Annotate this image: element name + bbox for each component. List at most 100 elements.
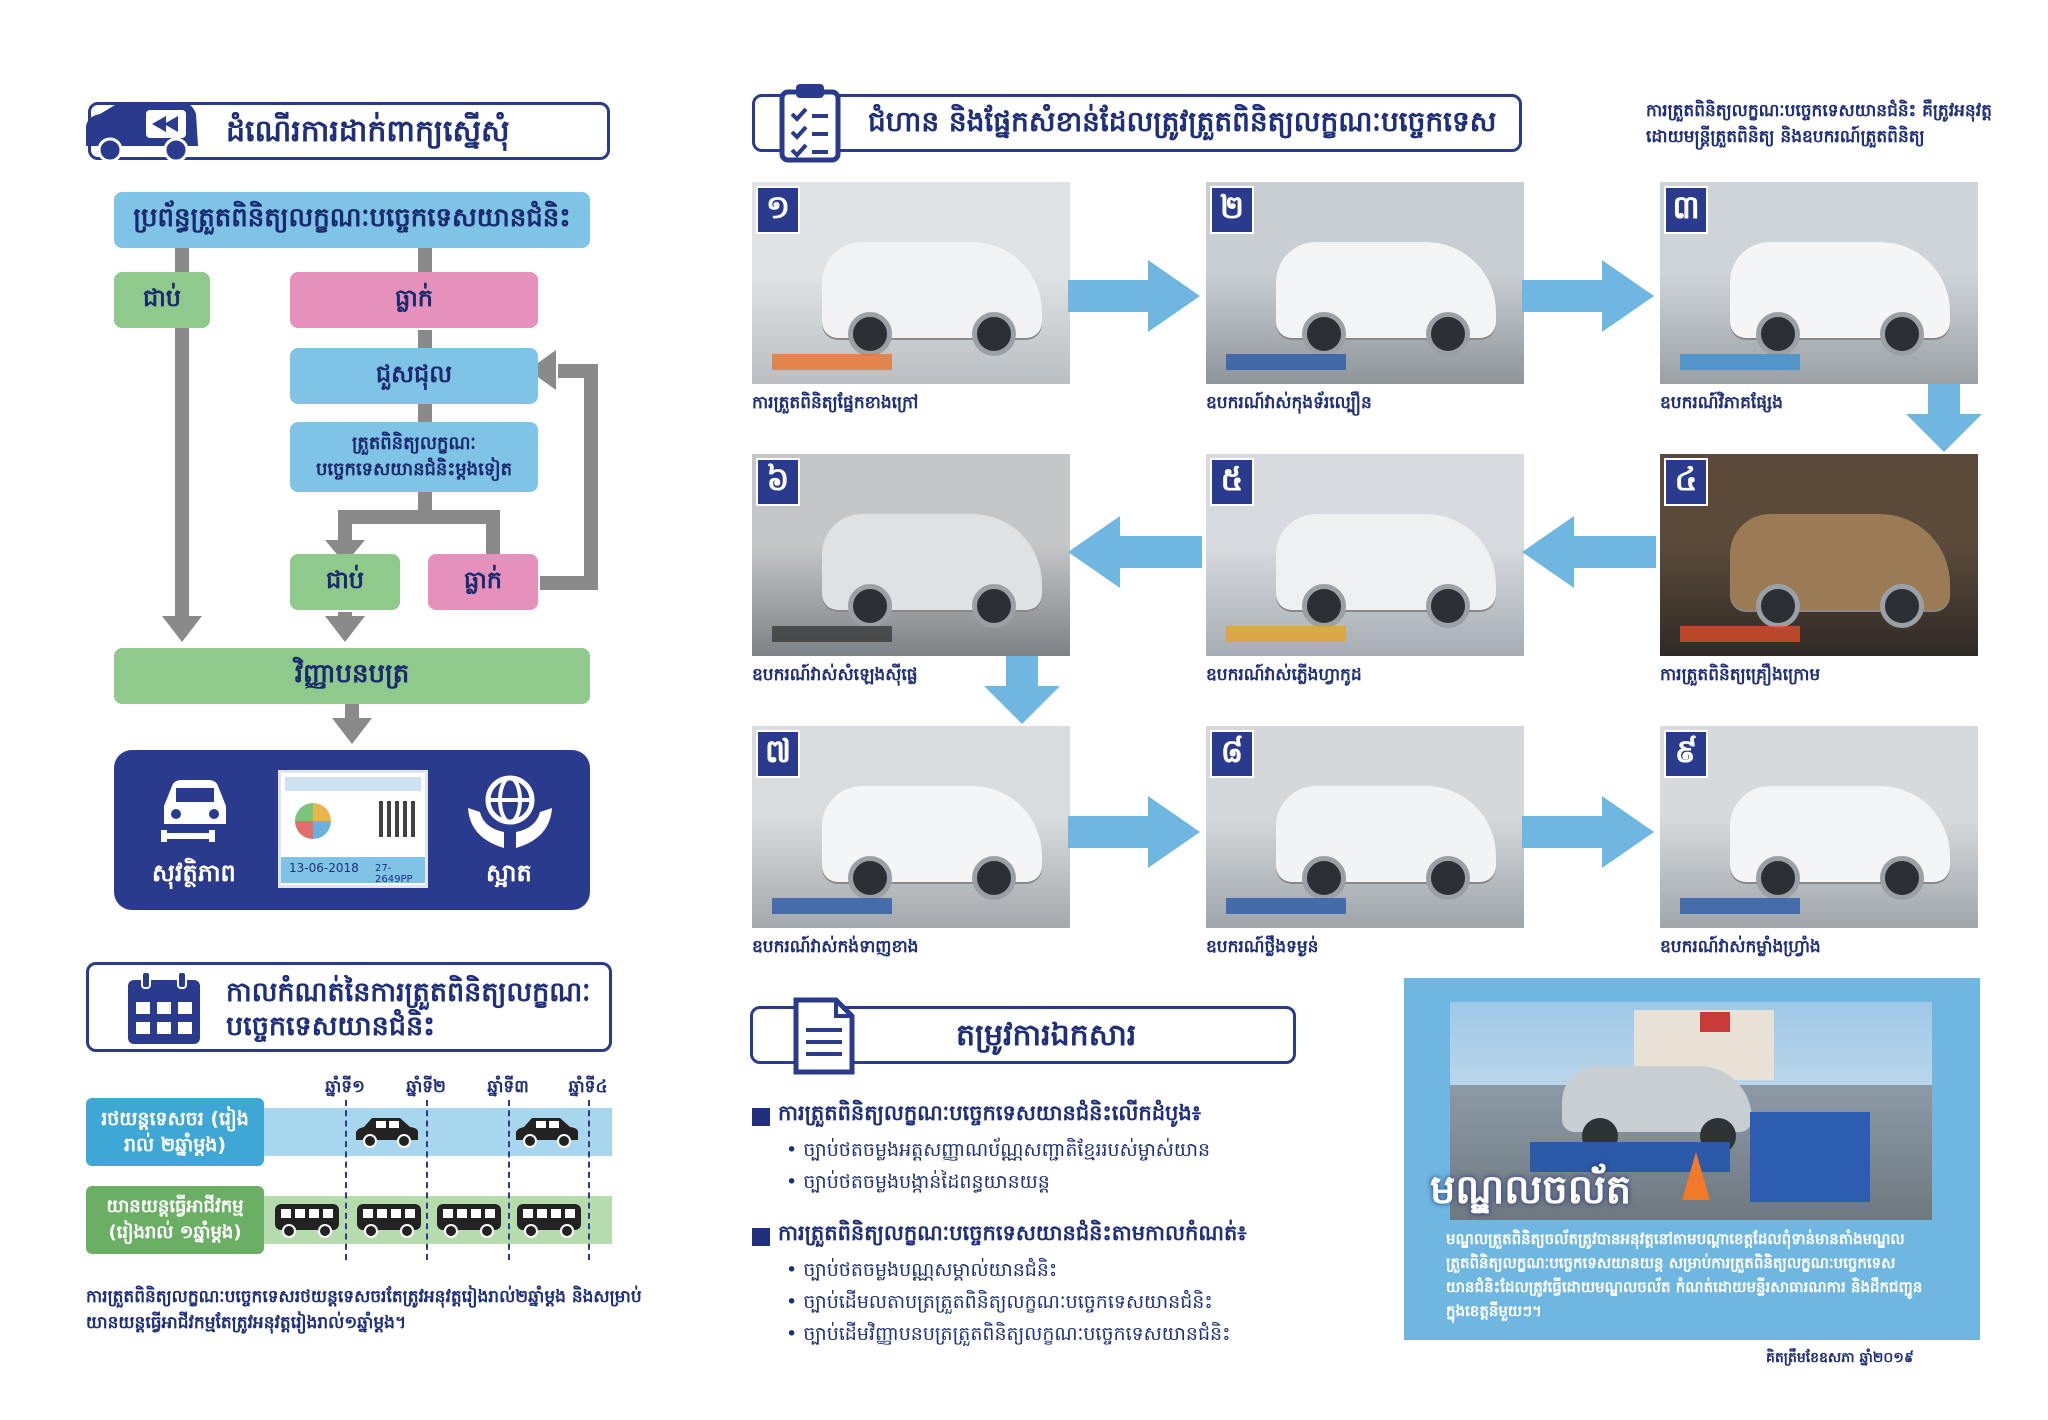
car-icon <box>352 1114 422 1154</box>
schedule-note-line-2: យានយន្តធ្វើអាជីវកម្មតែត្រូវអនុវត្តរៀងរាល… <box>86 1313 407 1333</box>
documents-section-1: ការត្រួតពិនិត្យលក្ខណៈបច្ចេកទេសយានជំនិះលើ… <box>778 1101 1201 1125</box>
arrow-left-icon <box>1522 516 1656 588</box>
arrow-down-icon <box>1906 384 1982 452</box>
step-number-badge: ៧ <box>756 730 800 778</box>
year-divider <box>345 1100 347 1260</box>
year-label: ឆ្នាំទី៣ <box>487 1077 529 1097</box>
mobile-text-4: ក្នុងខេត្តនីមួយៗ។ <box>1446 1302 1542 1320</box>
year-divider <box>426 1100 428 1260</box>
step-photo: ៩ <box>1660 726 1978 928</box>
square-bullet-icon <box>752 1108 770 1126</box>
step-photo: ៣ <box>1660 182 1978 384</box>
clean-label: ស្អាត <box>486 859 532 887</box>
document-icon <box>793 997 855 1075</box>
qr-code-icon <box>379 801 415 837</box>
tourist-row-label: រថយន្តទេសចរ (រៀងរាល់ ២ឆ្នាំម្តង) <box>86 1098 264 1166</box>
step-photo: ១ <box>752 182 1070 384</box>
document-item: • ច្បាប់ថតចម្លងបណ្ណសម្គាល់យានជំនិះ <box>786 1259 1058 1281</box>
steps-side-note-2: ដោយមន្ត្រីត្រួតពិនិត្យ និងឧបករណ៍ត្រួតពិន… <box>1646 127 1925 147</box>
arrow-down-icon <box>984 656 1060 724</box>
bus-icon <box>434 1200 504 1244</box>
globe-hands-icon <box>468 775 552 848</box>
step-photo: ៨ <box>1206 726 1524 928</box>
arrow-left-icon <box>1068 516 1202 588</box>
step-photo: ២ <box>1206 182 1524 384</box>
year-label: ឆ្នាំទី១ <box>325 1077 365 1097</box>
steps-header-box <box>752 94 1522 152</box>
cert-date: 13-06-2018 <box>289 861 359 875</box>
pass-box: ជាប់ <box>114 272 210 328</box>
certificate-sample: 13-06-2018 27-2649PP <box>278 770 428 888</box>
step-caption: ឧបករណ៍វាស់កង់ទាញខាង <box>752 937 919 957</box>
year-divider <box>588 1100 590 1260</box>
year-label: ឆ្នាំទី២ <box>406 1077 446 1097</box>
step-caption: ឧបករណ៍ថ្លឹងទម្ងន់ <box>1206 937 1319 957</box>
step-photo: ៦ <box>752 454 1070 656</box>
mobile-center-title: មណ្ឌលចល័ត <box>1430 1167 1632 1213</box>
step-caption: ឧបករណ៍វិភាគផ្សែង <box>1660 393 1783 413</box>
car-wrench-icon <box>161 780 226 842</box>
commercial-row-label: យានយន្តធ្វើអាជីវកម្ម (រៀងរាល់ ១ឆ្នាំម្តង… <box>86 1186 264 1254</box>
clipboard-icon <box>779 84 841 163</box>
step-number-badge: ៨ <box>1210 730 1254 778</box>
documents-section-2: ការត្រួតពិនិត្យលក្ខណៈបច្ចេកទេសយានជំនិះតា… <box>778 1221 1247 1245</box>
schedule-note-line-1: ការត្រួតពិនិត្យលក្ខណៈបច្ចេកទេសរថយន្តទេសច… <box>86 1287 642 1307</box>
schedule-header: កាលកំណត់នៃការត្រួតពិនិត្យលក្ខណៈបច្ចេកទេស… <box>226 977 591 1042</box>
step-photo: ៧ <box>752 726 1070 928</box>
seal-icon <box>295 803 331 839</box>
arrow-right-icon <box>1068 796 1200 868</box>
document-item: • ច្បាប់ដើមលតាបត្រត្រួតពិនិត្យលក្ខណៈបច្ច… <box>786 1291 1213 1313</box>
step-number-badge: ២ <box>1210 186 1254 234</box>
document-item: • ច្បាប់ថតចម្លងបង្កាន់ដៃពន្ធយានយន្ត <box>786 1171 1050 1193</box>
year-divider <box>508 1100 510 1260</box>
square-bullet-icon <box>752 1228 770 1246</box>
bus-icon <box>354 1200 424 1244</box>
cert-code: 27-2649PP <box>375 863 413 885</box>
step-number-badge: ៩ <box>1664 730 1708 778</box>
repair-box: ជួសជុល <box>290 348 538 404</box>
step-caption: ឧបករណ៍វាស់សំឡេងស៊ីផ្លេ <box>752 665 918 685</box>
step-number-badge: ១ <box>756 186 800 234</box>
step-caption: ការត្រួតពិនិត្យផ្នែកខាងក្រៅ <box>752 393 919 413</box>
document-item: • ច្បាប់ដើមវិញ្ញាបនបត្រត្រួតពិនិត្យលក្ខណ… <box>786 1323 1231 1345</box>
schedule-vehicles <box>0 1100 640 1260</box>
step-caption: ឧបករណ៍វាស់កុងទ័រល្បឿន <box>1206 393 1372 413</box>
certificate-box: វិញ្ញាបនបត្រ <box>114 648 590 704</box>
calendar-icon <box>128 971 200 1044</box>
step-caption: ការត្រួតពិនិត្យគ្រឿងក្រោម <box>1660 665 1821 685</box>
year-labels: ឆ្នាំទី១ ឆ្នាំទី២ ឆ្នាំទី៣ ឆ្នាំទី៤ <box>0 1076 640 1106</box>
fail-box-2: ធ្លាក់ <box>428 554 538 610</box>
application-header: ដំណើរការដាក់ពាក្យស្នើសុំ <box>226 114 510 149</box>
step-photo: ៥ <box>1206 454 1524 656</box>
steps-side-note-1: ការត្រួតពិនិត្យលក្ខណៈបច្ចេកទេសយានជំនិះ គ… <box>1646 101 1992 121</box>
step-number-badge: ៥ <box>1210 458 1254 506</box>
arrow-right-icon <box>1068 260 1200 332</box>
step-caption: ឧបករណ៍វាស់ភ្លើងហ្វាកូដ <box>1206 665 1362 685</box>
car-icon <box>512 1114 582 1154</box>
step-number-badge: ៦ <box>756 458 800 506</box>
step-caption: ឧបករណ៍វាស់កម្លាំងហ្វ្រាំង <box>1660 937 1821 957</box>
system-title-box: ប្រព័ន្ធត្រួតពិនិត្យលក្ខណៈបច្ចេកទេសយានជំ… <box>114 192 590 248</box>
mobile-center-photo <box>1450 1002 1932 1220</box>
footer-date: គិតត្រឹមខែឧសភា ឆ្នាំ២០១៩ <box>1766 1350 1914 1366</box>
step-photo: ៤ <box>1660 454 1978 656</box>
car-icon <box>86 102 198 163</box>
arrow-right-icon <box>1522 260 1654 332</box>
step-number-badge: ៣ <box>1664 186 1708 234</box>
mobile-text-2: ត្រួតពិនិត្យលក្ខណៈបច្ចេកទេសយានយន្ត សម្រា… <box>1446 1254 1896 1272</box>
year-dividers <box>0 1100 640 1260</box>
mobile-text-3: យានជំនិះដែលត្រូវធ្វើដោយមណ្ឌលចល័ត កំណត់ដោ… <box>1446 1278 1923 1296</box>
bus-icon <box>514 1200 584 1244</box>
documents-header: តម្រូវការឯកសារ <box>956 1018 1137 1053</box>
step-number-badge: ៤ <box>1664 458 1708 506</box>
year-label: ឆ្នាំទី៤ <box>568 1077 608 1097</box>
reinspect-box: ត្រួតពិនិត្យលក្ខណៈបច្ចេកទេសយានជំនិះម្តងទ… <box>290 422 538 492</box>
steps-header: ជំហាន និងផ្នែកសំខាន់ដែលត្រូវត្រួតពិនិត្យ… <box>868 105 1497 138</box>
document-item: • ច្បាប់ថតចម្លងអត្តសញ្ញាណប័ណ្ណសញ្ជាតិខ្ម… <box>786 1139 1211 1161</box>
fail-box: ធ្លាក់ <box>290 272 538 328</box>
mobile-text-1: មណ្ឌលត្រួតពិនិត្យចល័តត្រូវបានអនុវត្តនៅតា… <box>1446 1230 1905 1248</box>
arrow-right-icon <box>1522 796 1654 868</box>
pass-box-2: ជាប់ <box>290 554 400 610</box>
bus-icon <box>272 1200 342 1244</box>
safety-label: សុវត្ថិភាព <box>152 859 236 887</box>
